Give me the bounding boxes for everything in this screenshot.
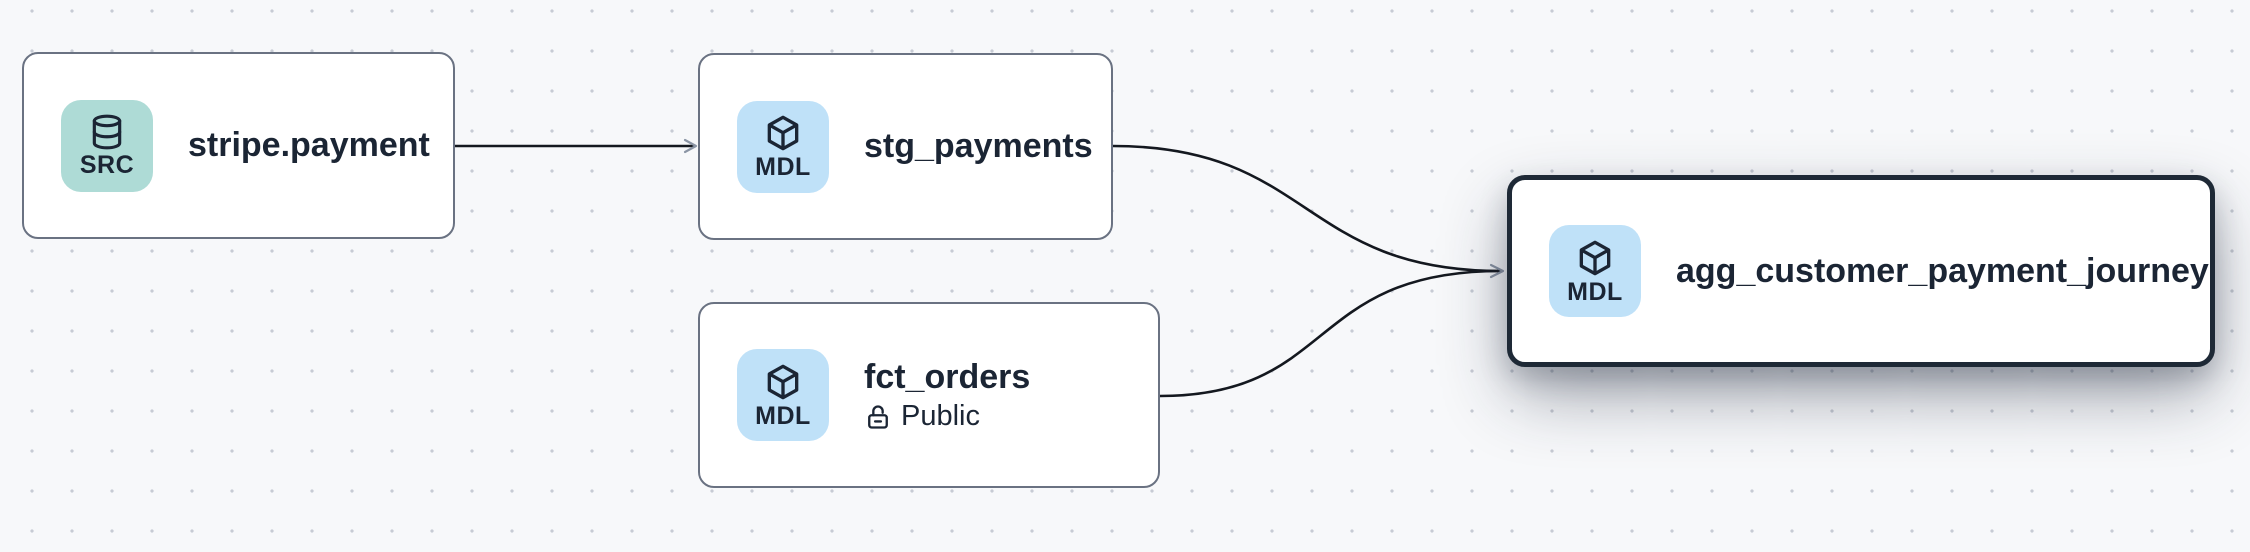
badge-type-label: SRC	[79, 151, 135, 179]
badge-type-label: MDL	[755, 153, 811, 181]
database-icon	[88, 113, 126, 151]
model-type-badge: MDL	[1549, 225, 1641, 317]
node-agg-customer-payment-journey[interactable]: MDL agg_customer_payment_journey	[1507, 175, 2215, 367]
node-stripe-payment[interactable]: SRC stripe.payment	[22, 52, 455, 239]
node-texts: stripe.payment	[188, 125, 430, 166]
node-fct-orders[interactable]: MDL fct_orders Public	[698, 302, 1160, 488]
edge-fct-orders-to-agg-customer-payment-journey[interactable]	[1159, 269, 1502, 398]
model-type-badge: MDL	[737, 349, 829, 441]
edge-stg-payments-to-agg-customer-payment-journey[interactable]	[1112, 144, 1502, 273]
badge-type-label: MDL	[755, 401, 811, 430]
lock-open-icon	[864, 403, 892, 431]
node-texts: fct_orders Public	[864, 357, 1030, 434]
cube-icon	[1575, 238, 1615, 278]
node-stg-payments[interactable]: MDL stg_payments	[698, 53, 1113, 240]
cube-icon	[763, 362, 803, 402]
node-title: agg_customer_payment_journey	[1676, 251, 2209, 290]
node-texts: agg_customer_payment_journey	[1676, 251, 2209, 292]
edge-arrowhead-agg-customer-payment-journey	[1489, 263, 1505, 279]
node-title: stg_payments	[864, 127, 1093, 166]
node-title: fct_orders	[864, 357, 1031, 396]
node-texts: stg_payments	[864, 126, 1093, 167]
model-type-badge: MDL	[737, 100, 829, 193]
cube-icon	[763, 113, 803, 153]
source-type-badge: SRC	[61, 99, 153, 192]
badge-type-label: MDL	[1567, 277, 1623, 306]
edge-arrowhead-stg-payments	[683, 138, 698, 154]
access-row: Public	[864, 401, 1030, 433]
node-title: stripe.payment	[188, 126, 430, 165]
access-label: Public	[901, 400, 980, 433]
